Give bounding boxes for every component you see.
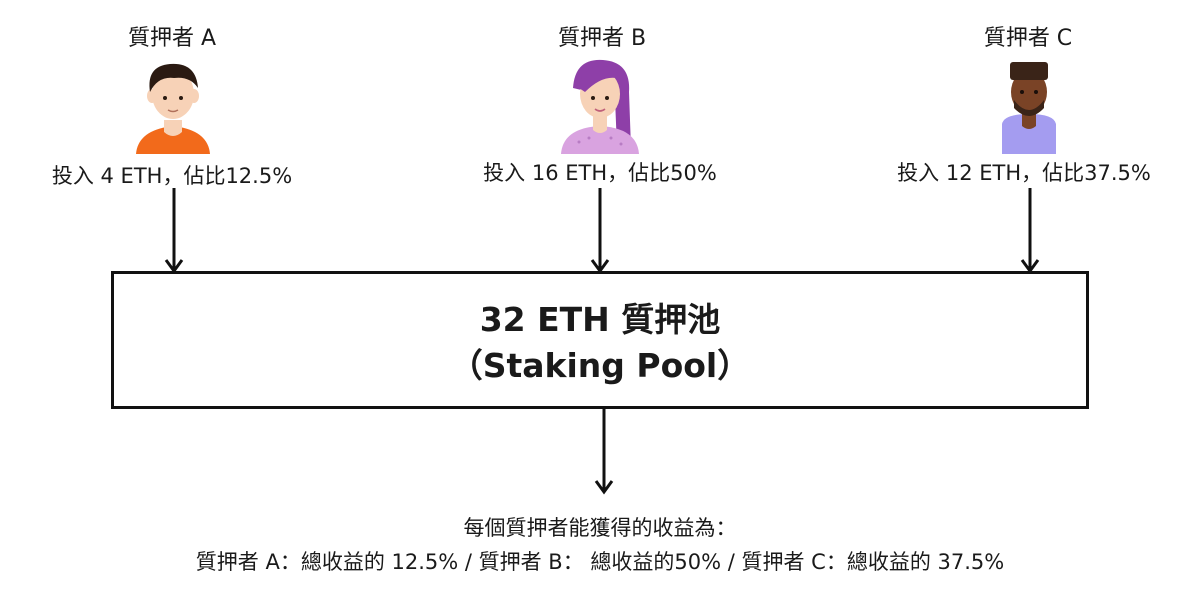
person-lavender-shirt-icon xyxy=(1002,62,1056,154)
arrow-pool-to-result xyxy=(594,409,614,495)
result-intro: 每個質押者能獲得的收益為： xyxy=(463,516,737,540)
arrow-b-to-pool xyxy=(590,188,610,274)
result-breakdown: 質押者 A：總收益的 12.5% / 質押者 B： 總收益的50% / 質押者 … xyxy=(195,550,1005,574)
arrow-a-to-pool xyxy=(164,188,184,274)
staker-a-name: 質押者 A xyxy=(127,26,217,51)
staker-c-note: 投入 12 ETH，佔比37.5% xyxy=(897,161,1151,185)
staking-pool-box: 32 ETH 質押池 （Staking Pool） xyxy=(111,271,1089,409)
pool-subtitle: （Staking Pool） xyxy=(449,346,751,385)
staker-b-note: 投入 16 ETH，佔比50% xyxy=(483,161,717,185)
person-purple-hair-icon xyxy=(561,59,639,154)
staker-a-note: 投入 4 ETH，佔比12.5% xyxy=(51,164,293,188)
staker-b-name: 質押者 B xyxy=(557,26,647,51)
person-orange-shirt-icon xyxy=(136,63,210,154)
pool-title: 32 ETH 質押池 xyxy=(479,300,721,339)
arrow-c-to-pool xyxy=(1020,188,1040,274)
staker-c-name: 質押者 C xyxy=(983,26,1073,51)
